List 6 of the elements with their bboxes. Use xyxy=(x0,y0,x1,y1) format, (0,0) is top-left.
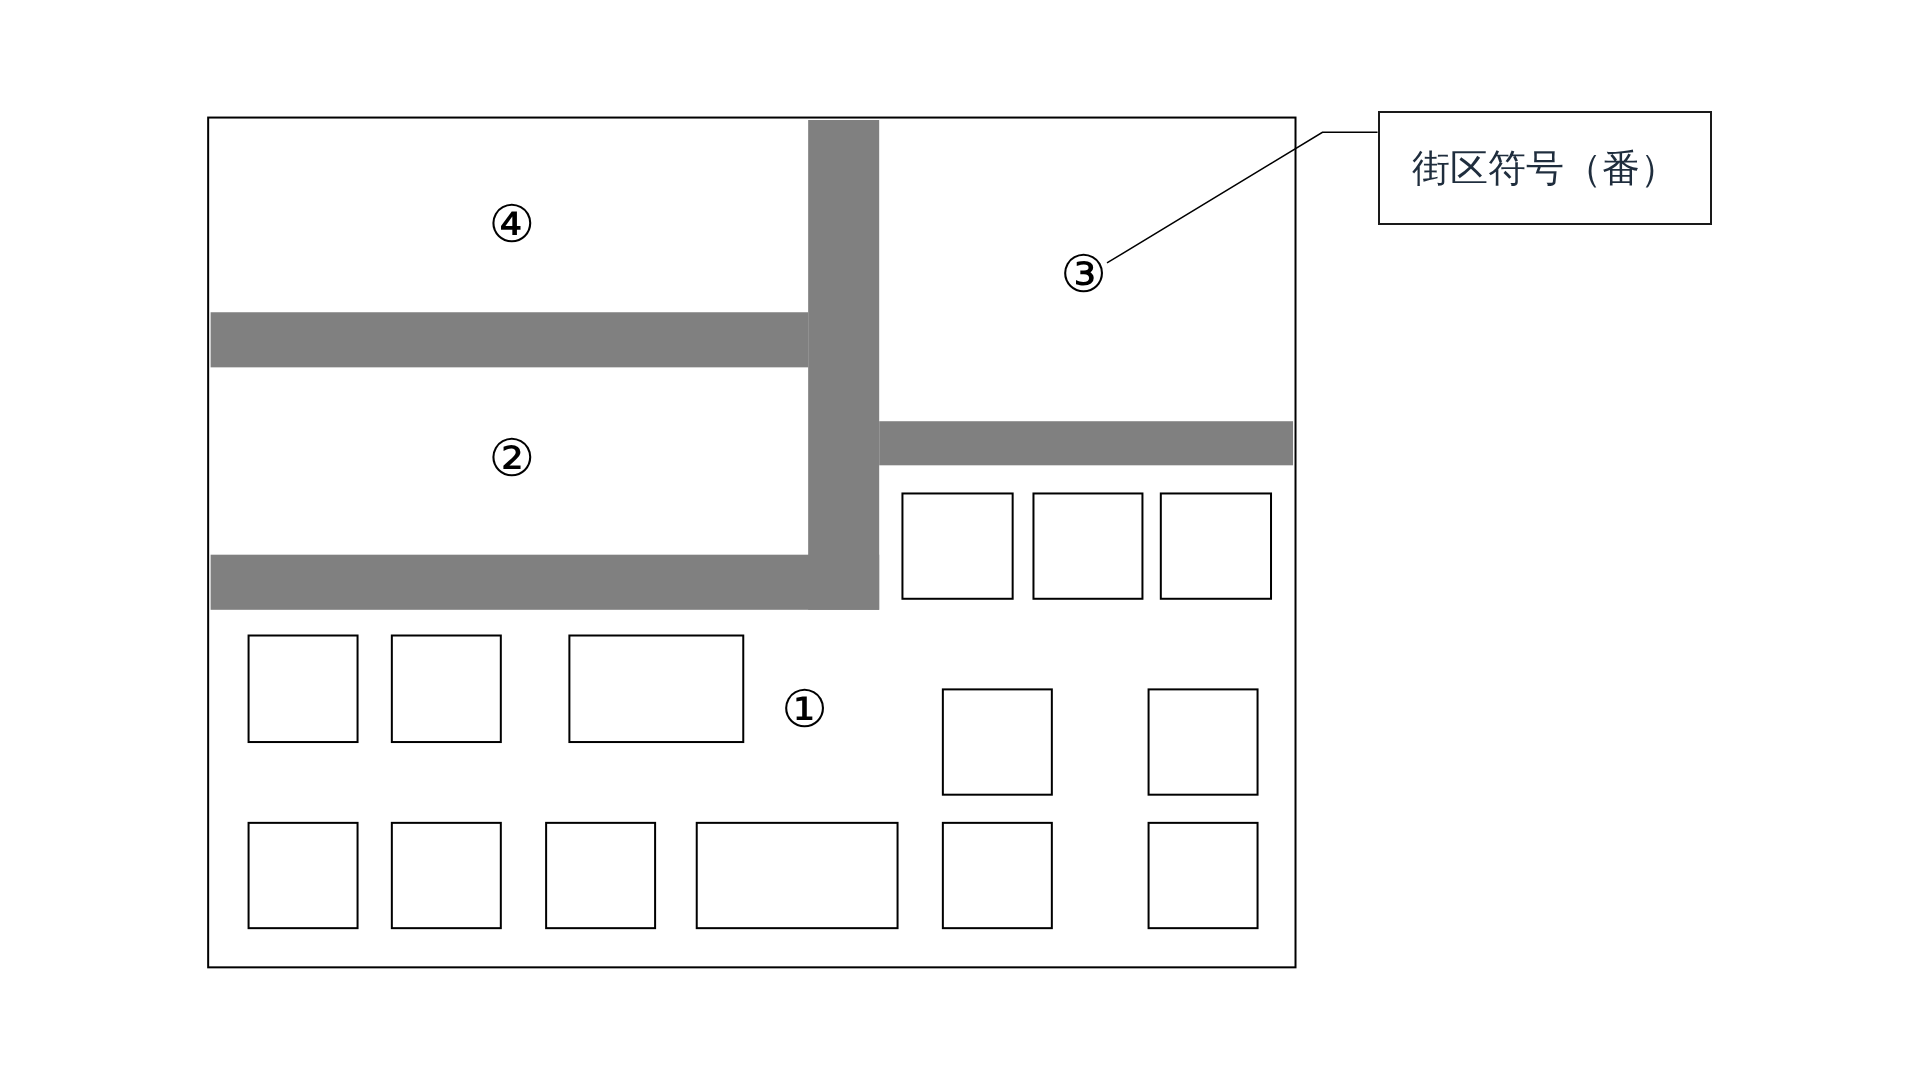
block-number: ② xyxy=(488,431,536,484)
callout-box: 街区符号（番） xyxy=(1377,111,1712,226)
block-number: ③ xyxy=(1060,248,1107,301)
leader-line xyxy=(1106,131,1379,264)
block-number: ④ xyxy=(488,198,536,251)
block-number: ① xyxy=(781,682,828,735)
